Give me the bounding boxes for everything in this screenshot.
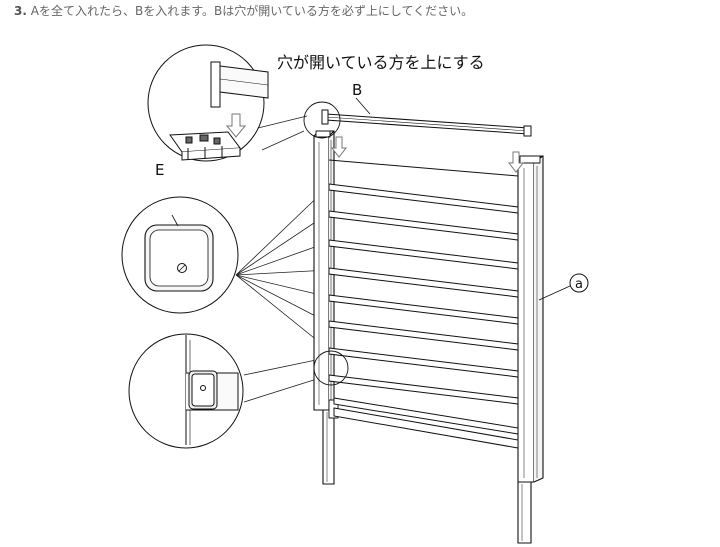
detail-circle-e xyxy=(121,196,239,314)
detail-circle-bottom xyxy=(128,333,244,449)
top-detail-highlight xyxy=(303,101,341,139)
hole-up-label: 穴が開いている方を上にする xyxy=(277,53,485,72)
label-b: B xyxy=(352,81,362,99)
right-post xyxy=(517,161,535,483)
top-bar-b xyxy=(321,109,532,137)
instruction-text: 3. Aを全て入れたら、Bを入れます。Bは穴が開いている方を必ず上にしてください… xyxy=(14,2,714,20)
rung-4 xyxy=(328,267,519,298)
rung-9 xyxy=(333,397,519,435)
label-e: E xyxy=(155,161,164,179)
down-arrow-icon xyxy=(225,113,247,138)
left-post xyxy=(313,135,330,411)
ladder-frame xyxy=(313,130,544,544)
down-arrow-icon xyxy=(507,151,525,173)
instruction-body: Aを全て入れたら、Bを入れます。Bは穴が開いている方を必ず上にしてください。 xyxy=(30,4,474,18)
detail-circle-top xyxy=(147,44,269,162)
rung-3 xyxy=(328,239,519,270)
label-a: a xyxy=(575,277,583,292)
rungs xyxy=(328,159,519,449)
insert-arrows xyxy=(330,136,525,173)
part-a-marker xyxy=(569,273,589,293)
left-leg xyxy=(322,409,335,485)
step-number: 3. xyxy=(14,4,27,18)
rung-2 xyxy=(328,210,519,241)
rung-1 xyxy=(328,183,519,214)
rung-8 xyxy=(328,374,519,405)
rung-6 xyxy=(328,320,519,351)
rung-7 xyxy=(328,347,519,378)
right-leg xyxy=(517,481,532,544)
rung-10 xyxy=(333,407,519,449)
down-arrow-icon xyxy=(330,136,348,158)
rung-5 xyxy=(328,294,519,325)
bottom-detail-highlight xyxy=(313,350,349,386)
